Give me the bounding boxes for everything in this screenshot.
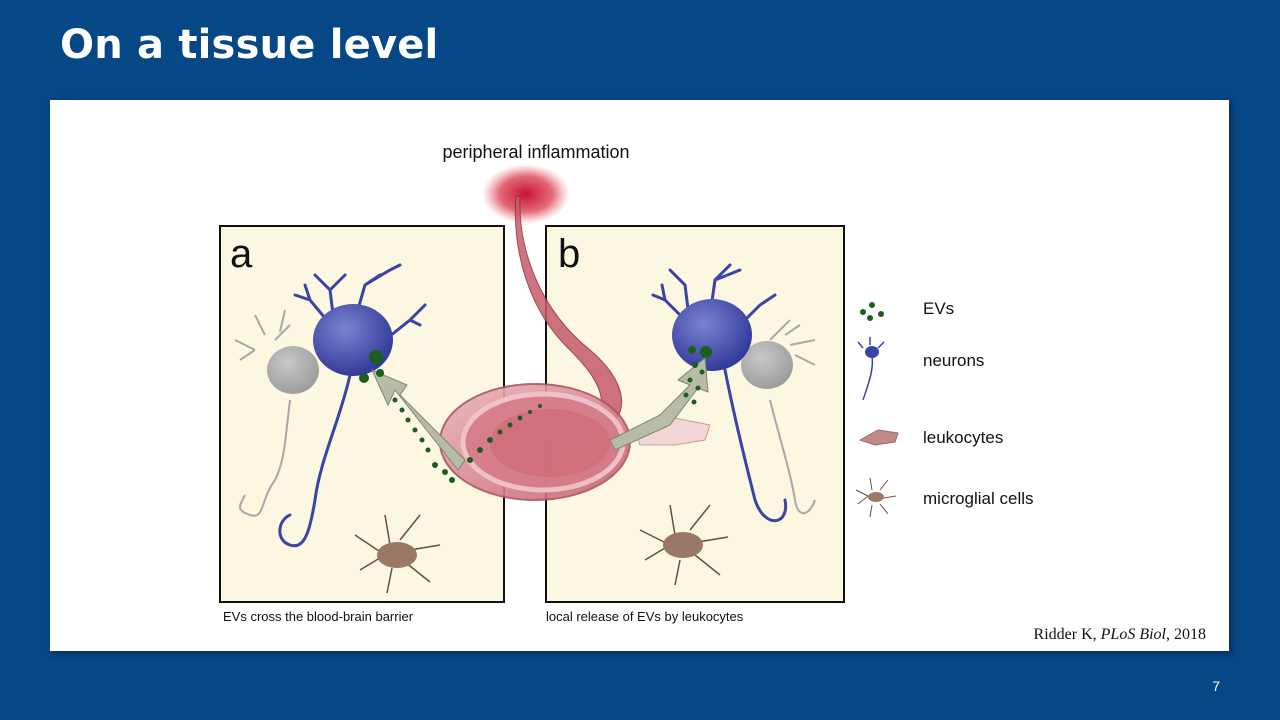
microglia-icon xyxy=(855,477,897,518)
inflammation-spot xyxy=(482,164,570,224)
citation-author: Ridder K, xyxy=(1034,626,1101,643)
legend-label-evs: EVs xyxy=(923,299,954,318)
neuron-gray-b-soma xyxy=(741,341,793,389)
panel-b-letter: b xyxy=(558,232,580,276)
figure-svg: peripheral inflammation a EVs cross the … xyxy=(219,142,1206,643)
legend: EVs neurons leukocytes microglial cells xyxy=(855,299,1034,518)
microglia-b-body xyxy=(663,532,703,558)
ev-dots-icon xyxy=(860,302,884,321)
neuron-gray-a-soma xyxy=(267,346,319,394)
legend-label-neurons: neurons xyxy=(923,351,984,370)
slide-title: On a tissue level xyxy=(60,22,439,68)
citation: Ridder K, PLoS Biol, 2018 xyxy=(1034,626,1206,643)
legend-label-microglia: microglial cells xyxy=(923,489,1034,508)
panel-a-caption: EVs cross the blood-brain barrier xyxy=(223,609,414,624)
neuron-blue-a-soma xyxy=(313,304,393,376)
figure-panel: peripheral inflammation a EVs cross the … xyxy=(50,100,1229,651)
microglia-a-body xyxy=(377,542,417,568)
neuron-gray-a xyxy=(234,309,291,517)
ev-dots-b xyxy=(683,346,712,405)
microglia-b xyxy=(639,504,729,586)
neuron-icon xyxy=(857,337,885,401)
neuron-blue-b-soma xyxy=(672,299,752,371)
citation-journal: PLoS Biol xyxy=(1100,626,1167,643)
arrow-b xyxy=(609,357,709,451)
legend-label-leukocytes: leukocytes xyxy=(923,428,1003,447)
inflammation-label: peripheral inflammation xyxy=(442,142,629,162)
blood-vessel xyxy=(439,383,631,501)
ev-dots-a xyxy=(359,350,542,483)
neuron-gray-b xyxy=(769,319,816,515)
panel-a-letter: a xyxy=(230,232,253,276)
panel-b-caption: local release of EVs by leukocytes xyxy=(546,609,744,624)
page-number: 7 xyxy=(1212,678,1220,694)
citation-year: , 2018 xyxy=(1166,626,1206,643)
microglia-a xyxy=(354,514,441,594)
leukocyte-icon xyxy=(858,429,899,446)
arrow-a xyxy=(371,369,466,471)
